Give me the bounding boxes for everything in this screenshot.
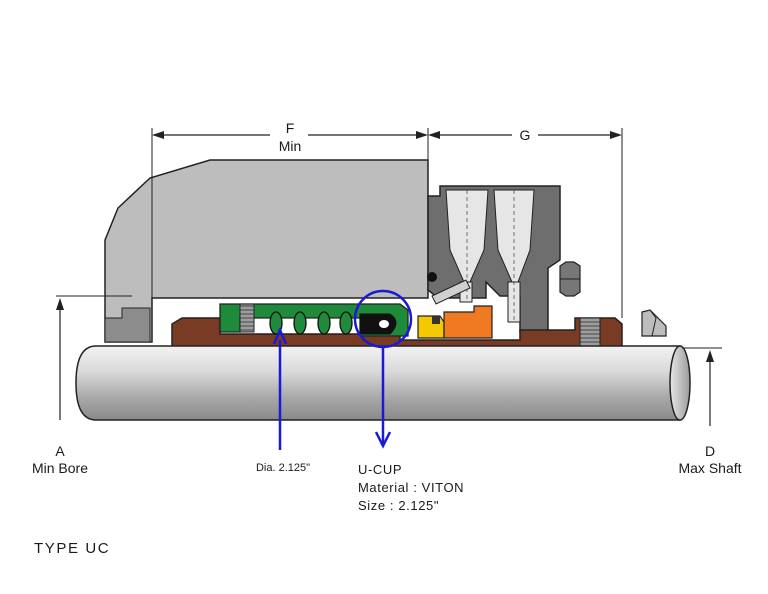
orange-ring <box>443 305 493 339</box>
dimension-a-word: Min Bore <box>32 460 88 476</box>
drill-passage <box>431 279 471 305</box>
drive-screw <box>239 303 255 333</box>
dimension-d-word: Max Shaft <box>678 460 741 476</box>
dimension-g: G <box>428 127 623 318</box>
ucup-callout: U-CUP Material : VITON Size : 2.125" <box>353 289 464 513</box>
set-screw <box>579 317 601 349</box>
spring-dia-label: Dia. 2.125" <box>256 462 310 474</box>
dimension-d-letter: D <box>705 443 715 459</box>
spring-coils <box>269 311 353 335</box>
ucup-size-label: Size : 2.125" <box>358 498 439 513</box>
u-cup-seal <box>359 313 397 335</box>
right-gland-lip <box>641 309 667 337</box>
shaft <box>75 345 681 421</box>
yellow-ring <box>417 315 445 339</box>
type-caption: TYPE UC <box>34 540 110 557</box>
ucup-name-label: U-CUP <box>358 462 402 477</box>
dimension-a-letter: A <box>55 443 65 459</box>
dimension-f-letter: F <box>286 120 295 136</box>
shaft-end <box>669 345 691 421</box>
spring-callout: Dia. 2.125" <box>256 326 310 474</box>
dimension-g-letter: G <box>520 127 531 143</box>
oring-gland <box>427 272 437 282</box>
dimension-a: A Min Bore <box>32 295 132 476</box>
dimension-f-word: Min <box>279 138 302 154</box>
dimension-f: F Min <box>151 120 429 298</box>
dimension-d: D Max Shaft <box>678 347 742 476</box>
gland-step <box>104 307 151 343</box>
ucup-material-label: Material : VITON <box>358 480 464 495</box>
